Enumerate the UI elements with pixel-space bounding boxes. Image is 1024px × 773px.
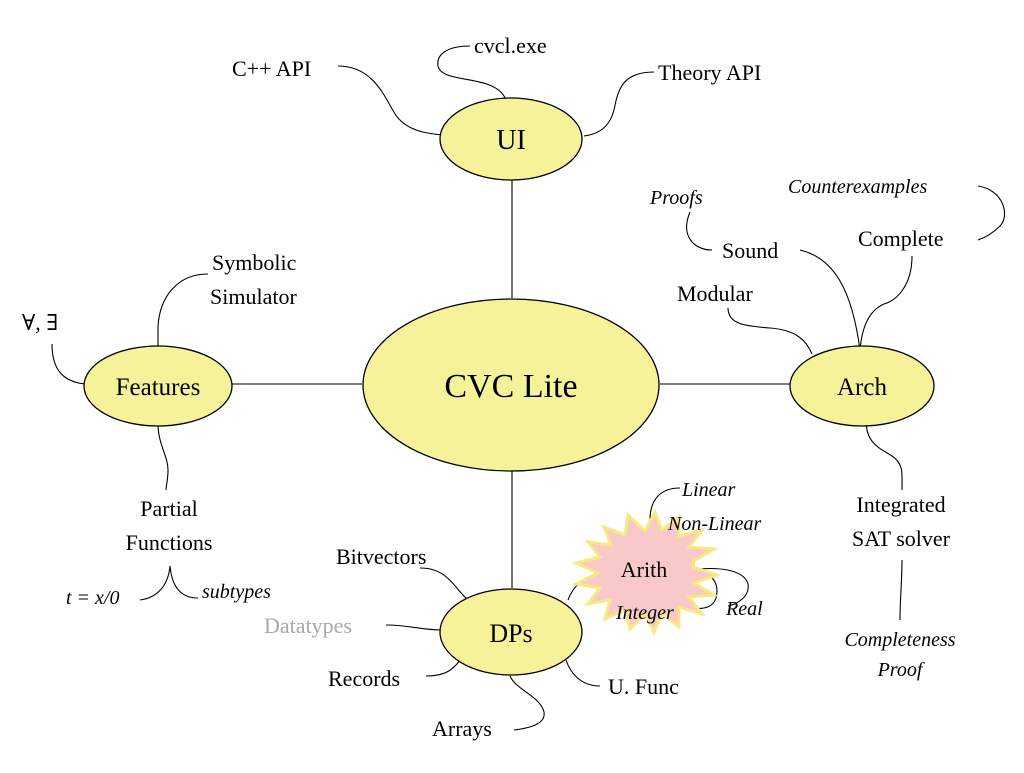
connector-sound [799,249,861,351]
connector-cpp-api [337,65,445,136]
arith-node: Arith [571,508,722,636]
connector-partial [157,423,169,491]
modular-text: Modular [677,281,753,306]
features-label: Features [116,374,201,401]
connector-partial-sub [139,565,199,601]
partial-text-line1: Partial [140,496,197,521]
counterexamples-text: Counterexamples [788,176,927,198]
theory-api-text: Theory API [658,60,761,85]
connector-theory-api [583,71,655,137]
dps-ellipse [439,588,583,676]
connector-completeness [899,559,903,621]
quantifiers-text: ∀, ∃ [22,310,58,335]
connector-bitvectors [419,567,469,601]
center-label: CVC Lite [444,368,577,405]
connector-symbolic [157,273,209,348]
arrays-text: Arrays [432,716,492,741]
proofs-text: Proofs [649,187,703,209]
connector-complete [859,255,913,351]
ui-node: UI [439,97,583,181]
nonlinear-text: Non-Linear [667,513,762,535]
features-node: Features [83,345,233,427]
arith-label: Arith [621,557,667,582]
connector-real [689,567,749,607]
features-ellipse [83,345,233,427]
spokes [232,180,792,588]
records-text: Records [328,666,400,691]
integer-text: Integer [615,602,674,624]
connector-arrays [509,675,545,731]
real-text: Real [725,598,763,620]
sat-text-line2: SAT solver [852,526,951,551]
ui-ellipse [439,97,583,181]
arch-label: Arch [837,374,887,401]
dps-node: DPs [439,588,583,676]
datatypes-text: Datatypes [264,613,352,638]
complete-text: Complete [858,226,944,251]
ufunc-text: U. Func [608,674,679,699]
connector-sat [865,419,903,491]
dps-label: DPs [489,619,532,648]
arch-node: Arch [789,345,935,427]
cpp-api-text: C++ API [232,56,311,81]
connector-datatypes [385,624,443,631]
center-node: CVC Lite [362,298,660,472]
connector-counterexamples [977,185,1006,241]
sound-text: Sound [722,238,778,263]
symbolic-text-line1: Symbolic [212,250,297,275]
linear-text: Linear [681,479,736,501]
completeness-text-line2: Proof [877,659,925,681]
connector-proofs [686,211,713,251]
ui-label: UI [496,125,526,156]
sat-text-line1: Integrated [856,492,945,517]
connector-quantifiers [51,343,87,385]
arch-ellipse [789,345,935,427]
connector-modular [727,307,813,355]
completeness-text-line1: Completeness [844,629,955,651]
connector-ufunc [565,659,601,687]
subtypes-text: subtypes [202,581,271,603]
t-eq-text: t = x/0 [66,587,120,609]
cvcl-exe-text: cvcl.exe [474,33,547,58]
center-ellipse [362,298,660,472]
bitvectors-text: Bitvectors [336,544,426,569]
partial-text-line2: Functions [126,530,213,555]
symbolic-text-line2: Simulator [210,284,297,309]
arith-starburst [571,508,722,636]
